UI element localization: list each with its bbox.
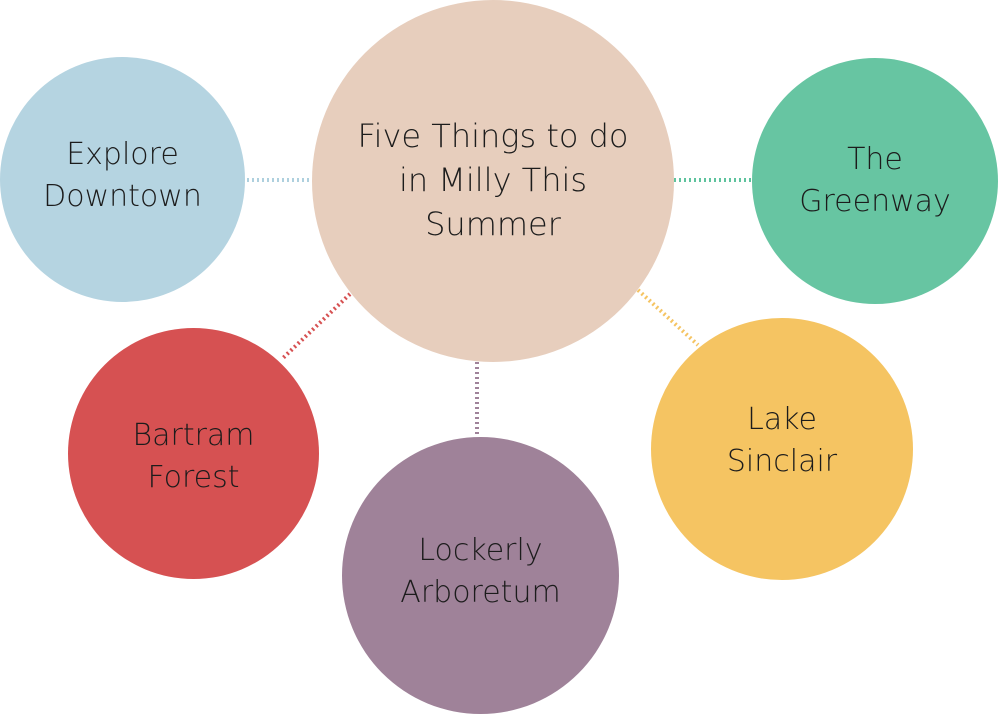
center-topic-line-1: Five Things to do bbox=[357, 117, 629, 155]
explore-downtown-label: Explore Downtown bbox=[43, 134, 202, 226]
connector-lake bbox=[636, 288, 700, 347]
the-greenway-line-1: The bbox=[847, 142, 903, 177]
the-greenway-line-2: Greenway bbox=[799, 184, 951, 219]
center-topic-circle: Five Things to do in Milly This Summer bbox=[312, 0, 674, 362]
lake-sinclair-line-2: Sinclair bbox=[726, 444, 838, 479]
bartram-forest-label: Bartram Forest bbox=[132, 409, 254, 499]
the-greenway-label: The Greenway bbox=[799, 139, 951, 223]
center-topic-line-3: Summer bbox=[425, 205, 561, 243]
explore-downtown-line-2: Downtown bbox=[43, 178, 202, 214]
bartram-forest-line-2: Forest bbox=[147, 459, 240, 495]
explore-downtown-circle: Explore Downtown bbox=[0, 57, 245, 302]
lockerly-arboretum-label: Lockerly Arboretum bbox=[400, 530, 560, 622]
lockerly-arboretum-line-2: Arboretum bbox=[400, 574, 561, 610]
lake-sinclair-label: Lake Sinclair bbox=[727, 399, 837, 499]
bartram-forest-line-1: Bartram bbox=[132, 417, 255, 453]
center-topic-line-2: in Milly This bbox=[398, 161, 588, 199]
lockerly-arboretum-circle: Lockerly Arboretum bbox=[342, 437, 619, 714]
connector-bartram bbox=[281, 292, 352, 360]
lake-sinclair-circle: Lake Sinclair bbox=[651, 318, 913, 580]
the-greenway-circle: The Greenway bbox=[752, 58, 998, 304]
bartram-forest-circle: Bartram Forest bbox=[68, 328, 319, 579]
lake-sinclair-line-1: Lake bbox=[747, 402, 817, 437]
center-topic-label: Five Things to do in Milly This Summer bbox=[358, 114, 629, 248]
lockerly-arboretum-line-1: Lockerly bbox=[418, 532, 543, 568]
explore-downtown-line-1: Explore bbox=[66, 136, 179, 172]
